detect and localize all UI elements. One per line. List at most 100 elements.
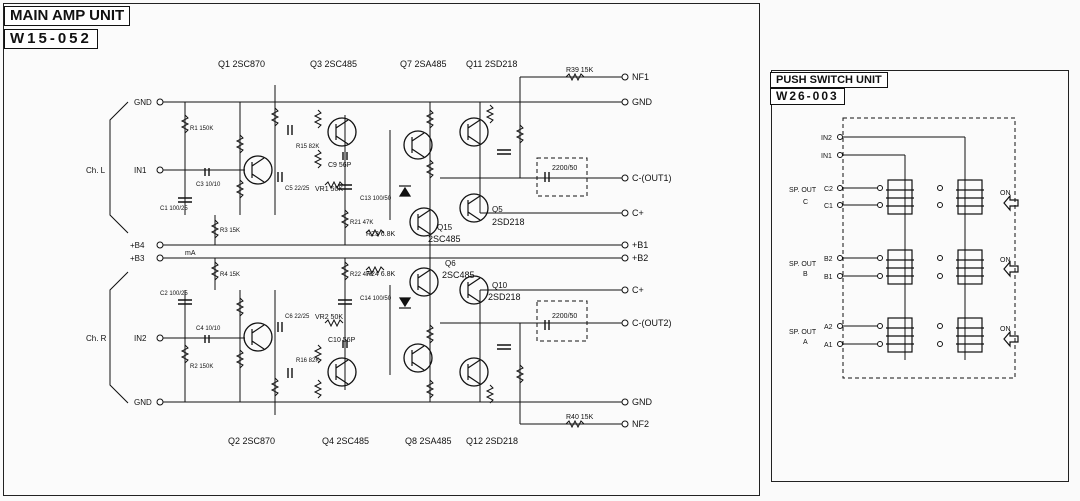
capacitors <box>178 125 550 378</box>
label-r4: R4 15K <box>220 272 240 278</box>
on-arrow-c <box>1003 194 1019 212</box>
left-in1: IN1 <box>134 166 147 175</box>
label-q6-type: 2SC485 <box>442 270 475 280</box>
label-c2: C2 100/25 <box>160 291 188 297</box>
switch-a-letter: A <box>803 339 808 346</box>
label-q10: Q10 <box>492 281 508 290</box>
transistor-q15 <box>409 207 439 237</box>
terminal-gnd-bottom: GND <box>632 397 653 407</box>
switch-in2: IN2 <box>821 135 832 142</box>
push-switch-schematic <box>837 117 1019 379</box>
label-vr1: VR1 50K <box>315 186 343 193</box>
terminal-c-plus-1: C+ <box>632 208 644 218</box>
transistor-q11 <box>459 117 489 147</box>
left-ma: mA <box>185 250 196 257</box>
label-q5-type: 2SD218 <box>492 217 525 227</box>
label-q5: Q5 <box>492 205 503 214</box>
on-arrow-b <box>1003 260 1019 278</box>
label-c3: C3 10/10 <box>196 182 221 188</box>
left-ch-r: Ch. R <box>86 334 107 343</box>
label-r22: R22 47K <box>350 272 373 278</box>
transistor-q3 <box>327 117 357 147</box>
terminal-out1: C-(OUT1) <box>632 173 672 183</box>
switch-b2: B2 <box>824 256 833 263</box>
right-terminals <box>621 73 629 428</box>
label-r21: R21 47K <box>350 220 373 226</box>
left-b3: +B3 <box>130 254 145 263</box>
switch-sp-out-a: SP. OUT <box>789 329 817 336</box>
transistor-q7 <box>403 130 433 160</box>
transistor-q1 <box>243 155 273 185</box>
label-r3: R3 15K <box>220 228 240 234</box>
switch-dashed-box <box>842 117 1016 379</box>
terminal-nf1: NF1 <box>632 72 649 82</box>
label-c9: C9 56P <box>328 162 352 169</box>
switch-sp-out-c: SP. OUT <box>789 187 817 194</box>
switch-on-c: ON <box>1000 190 1011 197</box>
terminal-c-plus-2: C+ <box>632 285 644 295</box>
switch-on-a: ON <box>1000 326 1011 333</box>
output-cap-box-2 <box>536 300 588 342</box>
label-r2: R2 150K <box>190 364 213 370</box>
label-q1: Q1 2SC870 <box>218 59 265 69</box>
switch-sp-out-b: SP. OUT <box>789 261 817 268</box>
label-r23: R23 6.8K <box>366 231 396 238</box>
push-switch-panel <box>771 70 1069 482</box>
label-q8: Q8 2SA485 <box>405 436 452 446</box>
label-r15: R15 82K <box>296 144 319 150</box>
label-q12: Q12 2SD218 <box>466 436 518 446</box>
label-c13: C13 100/50 <box>360 196 392 202</box>
terminal-nf2: NF2 <box>632 419 649 429</box>
left-b4: +B4 <box>130 241 145 250</box>
terminal-b2: +B2 <box>632 253 648 263</box>
switch-a2: A2 <box>824 324 833 331</box>
resistors <box>180 72 585 429</box>
label-c14: C14 100/50 <box>360 296 392 302</box>
label-q4: Q4 2SC485 <box>322 436 369 446</box>
terminal-gnd-top: GND <box>632 97 653 107</box>
label-r40: R40 15K <box>566 414 594 421</box>
diodes <box>398 185 412 309</box>
label-r39: R39 15K <box>566 67 594 74</box>
transistor-q8 <box>403 343 433 373</box>
switch-in1: IN1 <box>821 153 832 160</box>
terminal-b1: +B1 <box>632 240 648 250</box>
label-c6: C6 22/25 <box>285 314 310 320</box>
transistor-q2 <box>243 322 273 352</box>
push-switch-code: W26-003 <box>770 88 845 105</box>
main-amp-title: MAIN AMP UNIT <box>4 6 131 26</box>
ch-l-bracket <box>109 101 129 234</box>
switch-b1: B1 <box>824 274 833 281</box>
label-q15: Q15 <box>437 223 453 232</box>
label-c10: C10 56P <box>328 337 356 344</box>
left-ch-l: Ch. L <box>86 166 106 175</box>
label-cap-out1: 2200/50 <box>552 165 577 172</box>
terminal-out2: C-(OUT2) <box>632 318 672 328</box>
output-cap-box-1 <box>536 157 588 197</box>
left-terminals <box>156 98 164 406</box>
transistor-q4 <box>327 357 357 387</box>
transistor-q12 <box>459 357 489 387</box>
label-q6: Q6 <box>445 259 456 268</box>
label-cap-out2: 2200/50 <box>552 313 577 320</box>
left-in2: IN2 <box>134 334 147 343</box>
left-gnd-bottom: GND <box>134 398 152 407</box>
switch-c-letter: C <box>803 199 808 206</box>
label-q11: Q11 2SD218 <box>466 59 517 69</box>
label-c5: C5 22/25 <box>285 186 310 192</box>
rails <box>163 76 622 425</box>
label-c1: C1 100/25 <box>160 206 188 212</box>
on-arrow-a <box>1003 330 1019 348</box>
push-switch-title: PUSH SWITCH UNIT <box>770 72 888 88</box>
switch-c2: C2 <box>824 186 833 193</box>
label-c4: C4 10/10 <box>196 326 221 332</box>
label-q2: Q2 2SC870 <box>228 436 275 446</box>
switch-b-letter: B <box>803 271 808 278</box>
label-r16: R16 82K <box>296 358 319 364</box>
transistor-q10 <box>459 275 489 305</box>
main-amp-panel <box>3 3 760 496</box>
label-r24: R24 6.8K <box>366 271 396 278</box>
switch-a1: A1 <box>824 342 833 349</box>
ch-r-bracket <box>109 271 129 404</box>
